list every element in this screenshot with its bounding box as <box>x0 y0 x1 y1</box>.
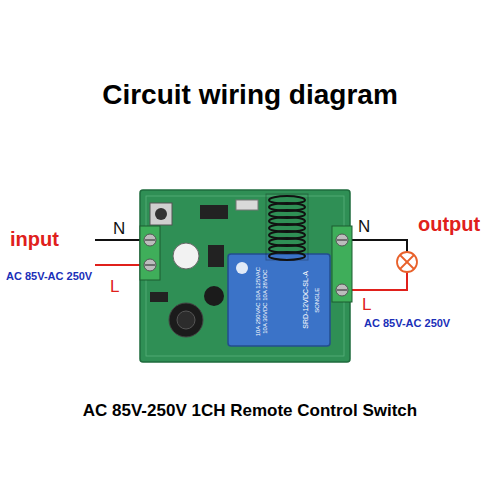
relay-brand: SONGLE <box>315 287 322 312</box>
voltage-range: AC 85V-AC 250V <box>364 317 450 329</box>
relay-rating: 10A 250VAC 10A 125VAC 10A 30VDC 10A 28VD… <box>255 263 268 341</box>
voltage-range: AC 85V-AC 250V <box>6 270 92 282</box>
terminal-screw <box>336 234 348 246</box>
push-button <box>150 203 172 225</box>
terminal-name: N <box>113 220 125 239</box>
relay-logo <box>236 262 248 274</box>
antenna-coil <box>269 196 305 260</box>
terminal-name: L <box>362 296 371 315</box>
diagram-title: Circuit wiring diagram <box>102 80 398 111</box>
live-wire <box>350 272 407 290</box>
electrolytic-capacitor <box>169 303 203 337</box>
capacitor <box>173 243 199 269</box>
neutral-wire <box>348 240 407 252</box>
relay <box>228 254 330 346</box>
terminal-block <box>332 226 352 302</box>
lamp-symbol <box>397 252 417 272</box>
push-button <box>155 208 167 220</box>
crystal <box>236 200 258 210</box>
terminal-screw <box>144 259 156 271</box>
input-label: input <box>10 228 59 250</box>
terminal-name: N <box>358 218 370 237</box>
diagram-caption: AC 85V-250V 1CH Remote Control Switch <box>83 402 417 421</box>
relay-model: SRD-12VDC-SL-A <box>302 271 310 329</box>
chip <box>150 292 168 302</box>
inductor <box>208 245 224 267</box>
output-label: output <box>418 213 480 235</box>
antenna-coil <box>266 194 308 260</box>
pcb-board <box>140 190 350 362</box>
chip <box>200 205 228 219</box>
terminal-screw <box>144 234 156 246</box>
pcb-trace <box>146 196 344 356</box>
terminal-block <box>140 226 160 280</box>
terminal-name: L <box>110 278 119 297</box>
capacitor <box>204 286 224 306</box>
terminal-screw <box>336 284 348 296</box>
